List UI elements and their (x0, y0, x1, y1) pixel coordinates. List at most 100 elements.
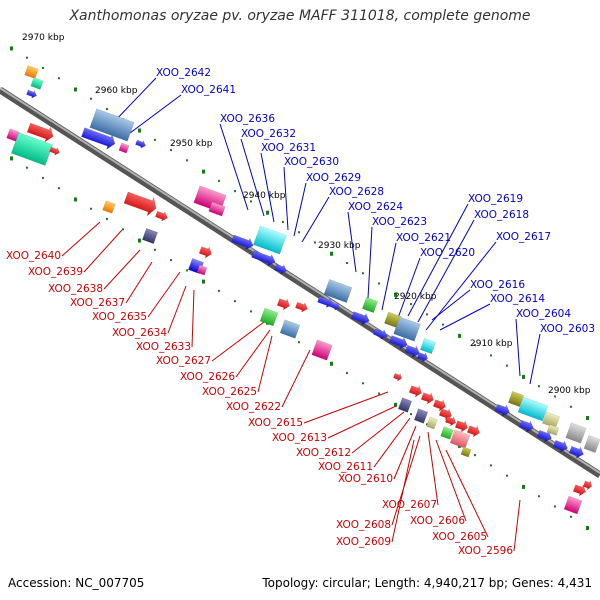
callout-line (367, 226, 373, 299)
callout-line (281, 349, 311, 408)
gene-feature (572, 484, 586, 497)
tick-mark (538, 385, 540, 388)
gene-feature (373, 328, 388, 340)
gene-label-lower: XOO_2637 (70, 297, 125, 309)
callout-line (147, 271, 181, 318)
tick-mark (298, 231, 300, 234)
gene-label-lower: XOO_2596 (458, 545, 513, 557)
callout-line (445, 449, 489, 538)
map-title: Xanthomonas oryzae pv. oryzae MAFF 31101… (69, 8, 531, 24)
callout-line (61, 221, 101, 257)
gene-label-lower: XOO_2611 (318, 461, 373, 473)
tick-mark (74, 87, 77, 92)
callout-line (111, 77, 157, 125)
gene-feature (135, 139, 147, 149)
gene-feature (295, 301, 308, 313)
gene-label-upper: XOO_2631 (261, 142, 316, 154)
tick-mark (362, 272, 364, 275)
tick-mark (490, 464, 492, 467)
tick-mark (202, 279, 205, 284)
kbp-label: 2940 kbp (243, 191, 286, 201)
gene-feature (155, 210, 168, 222)
tick-mark (186, 269, 188, 272)
tick-mark (138, 128, 141, 133)
callout-line (347, 211, 357, 273)
tick-mark (506, 364, 508, 367)
gene-feature (420, 392, 434, 405)
gene-feature (30, 77, 44, 90)
tick-mark (138, 238, 141, 243)
callout-line (427, 431, 439, 506)
gene-feature (276, 298, 290, 311)
gene-feature (141, 227, 159, 245)
tick-mark (10, 46, 13, 51)
gene-feature (582, 479, 593, 491)
callout-line (191, 289, 195, 348)
gene-label-lower: XOO_2605 (432, 531, 487, 543)
callout-line (391, 439, 415, 543)
tick-mark (170, 149, 172, 152)
gene-label-lower: XOO_2627 (156, 355, 211, 367)
gene-feature (49, 146, 61, 156)
gene-features (6, 65, 600, 515)
callout-line (513, 499, 521, 552)
callout-line (393, 425, 417, 480)
gene-feature (123, 191, 157, 217)
gene-feature (388, 335, 408, 350)
gene-feature (311, 339, 333, 361)
callout-line (439, 303, 491, 331)
tick-mark (394, 402, 397, 407)
callout-line (431, 289, 471, 321)
callout-line (293, 182, 307, 237)
gene-feature (26, 89, 38, 99)
tick-mark (330, 251, 333, 256)
gene-label-lower: XOO_2615 (248, 417, 303, 429)
gene-feature (251, 250, 276, 267)
tick-mark (90, 207, 92, 210)
tick-mark (186, 159, 188, 162)
gene-label-upper: XOO_2624 (348, 201, 403, 213)
tick-mark (154, 248, 156, 251)
gene-feature (196, 264, 208, 276)
gene-feature (494, 403, 510, 417)
tick-mark (74, 197, 77, 202)
callout-line (381, 242, 397, 311)
gene-feature (102, 200, 116, 214)
callout-line (211, 321, 265, 362)
callout-line (235, 329, 271, 378)
tick-mark (58, 187, 60, 190)
callout-line (83, 229, 123, 273)
tick-mark (346, 262, 348, 265)
tick-marks-upper (10, 46, 589, 421)
tick-mark (218, 179, 220, 182)
gene-feature (552, 439, 568, 453)
callout-line (391, 435, 421, 526)
gene-label-upper: XOO_2614 (490, 293, 545, 305)
tick-mark (122, 228, 124, 231)
tick-mark (362, 382, 364, 385)
kbp-label: 2910 kbp (470, 339, 513, 349)
gene-feature (393, 316, 421, 342)
kbp-label: 2950 kbp (170, 139, 213, 149)
gene-feature (565, 422, 587, 444)
gene-feature (198, 246, 212, 259)
tick-mark (522, 484, 525, 489)
callout-line (103, 249, 141, 290)
gene-feature (404, 344, 420, 358)
gene-label-lower: XOO_2625 (202, 386, 257, 398)
callout-line (125, 94, 182, 137)
tick-mark (298, 341, 300, 344)
tick-mark (378, 282, 380, 285)
gene-label-lower: XOO_2606 (410, 515, 465, 527)
gene-label-upper: XOO_2618 (474, 209, 529, 221)
tick-mark (154, 138, 156, 141)
tick-mark (538, 495, 540, 498)
gene-label-upper: XOO_2620 (420, 247, 475, 259)
callout-line (435, 439, 467, 522)
tick-mark (90, 97, 92, 100)
callout-line (417, 219, 475, 323)
kbp-label: 2960 kbp (95, 86, 138, 96)
tick-mark (10, 156, 13, 161)
